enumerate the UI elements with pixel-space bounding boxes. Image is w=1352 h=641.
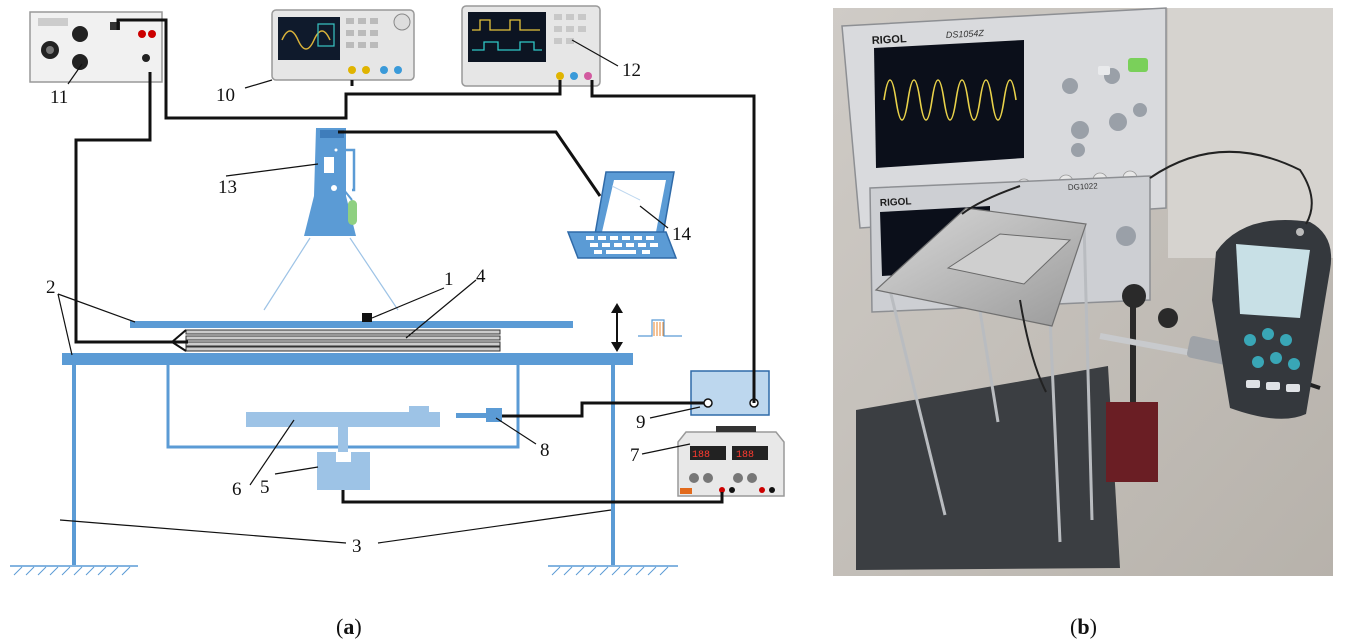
component-labels: 1 2 3 4 5 6 7 8 9 10 11 12 13 14 (46, 60, 692, 557)
svg-text:188: 188 (736, 450, 754, 461)
laptop (566, 171, 678, 259)
label-3: 3 (352, 536, 362, 557)
photo-brand-top: RIGOL (872, 33, 908, 47)
vibration-plate-assembly (62, 313, 633, 365)
label-10: 10 (216, 85, 235, 106)
label-14: 14 (672, 224, 692, 245)
label-1: 1 (444, 269, 454, 290)
power-amplifier (29, 11, 163, 83)
label-11: 11 (50, 87, 68, 108)
label-5: 5 (260, 477, 270, 498)
photo-model-bottom: DG1022 (1068, 181, 1099, 192)
label-2: 2 (46, 277, 56, 298)
label-8: 8 (540, 440, 550, 461)
wiring (74, 18, 756, 504)
rotating-disk-motor (246, 406, 502, 490)
panel-a-schematic: 188 188 (10, 5, 785, 639)
label-4: 4 (476, 266, 486, 287)
label-9: 9 (636, 412, 646, 433)
panel-b-photo: RIGOL DS1054Z RIGOL DG1022 (833, 7, 1333, 639)
high-speed-camera (263, 128, 399, 311)
dc-power-supply: 188 188 (677, 426, 785, 497)
photo-sensor-stand (1099, 284, 1321, 482)
leader-lines (57, 39, 701, 544)
signal-generator (271, 9, 415, 81)
panel-b-caption: (b) (1070, 614, 1097, 639)
panel-a-caption: (a) (336, 614, 362, 639)
oscilloscope (461, 5, 601, 87)
label-12: 12 (622, 60, 641, 81)
photo-model-top: DS1054Z (946, 28, 985, 40)
label-13: 13 (218, 177, 237, 198)
photo-vibration-meter (1212, 220, 1332, 419)
signal-conditioner (690, 370, 770, 416)
excitation-arrow (611, 303, 682, 352)
svg-text:188: 188 (692, 450, 710, 461)
label-7: 7 (630, 445, 640, 466)
label-6: 6 (232, 479, 242, 500)
photo-brand-bottom: RIGOL (880, 196, 912, 209)
